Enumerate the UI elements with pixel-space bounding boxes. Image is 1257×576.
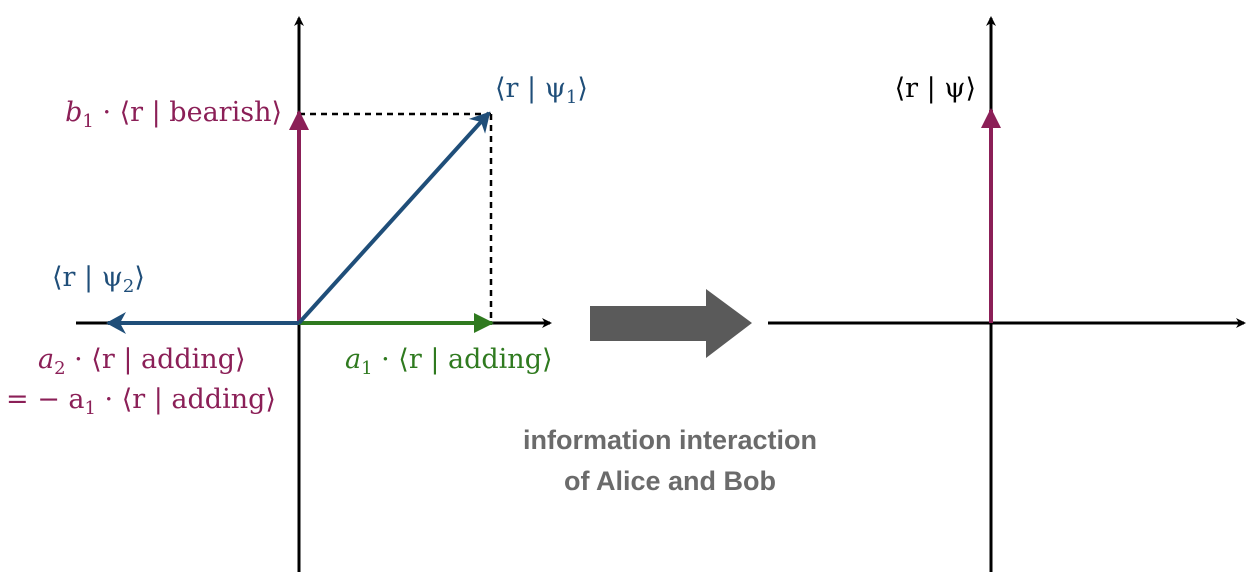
left-panel: b1 · ⟨r | bearish⟩ ⟨r | ψ1⟩ ⟨r | ψ2⟩ a2 …	[6, 16, 588, 572]
label-psi: ⟨r | ψ⟩	[895, 73, 976, 104]
vector-psi1	[297, 111, 491, 325]
label-psi1: ⟨r | ψ1⟩	[495, 73, 588, 108]
label-a2-adding: a2 · ⟨r | adding⟩	[38, 344, 246, 379]
transition: information interaction of Alice and Bob	[523, 289, 817, 496]
label-a1-adding: a1 · ⟨r | adding⟩	[345, 344, 553, 379]
big-arrow-icon	[590, 289, 752, 358]
label-psi2: ⟨r | ψ2⟩	[52, 262, 145, 297]
caption-line-2: of Alice and Bob	[564, 466, 776, 496]
right-panel: ⟨r | ψ⟩	[768, 16, 1246, 572]
label-b1-bearish: b1 · ⟨r | bearish⟩	[65, 97, 282, 132]
caption-line-1: information interaction	[523, 425, 817, 455]
label-minus-a1-adding: = − a1 · ⟨r | adding⟩	[6, 384, 276, 419]
